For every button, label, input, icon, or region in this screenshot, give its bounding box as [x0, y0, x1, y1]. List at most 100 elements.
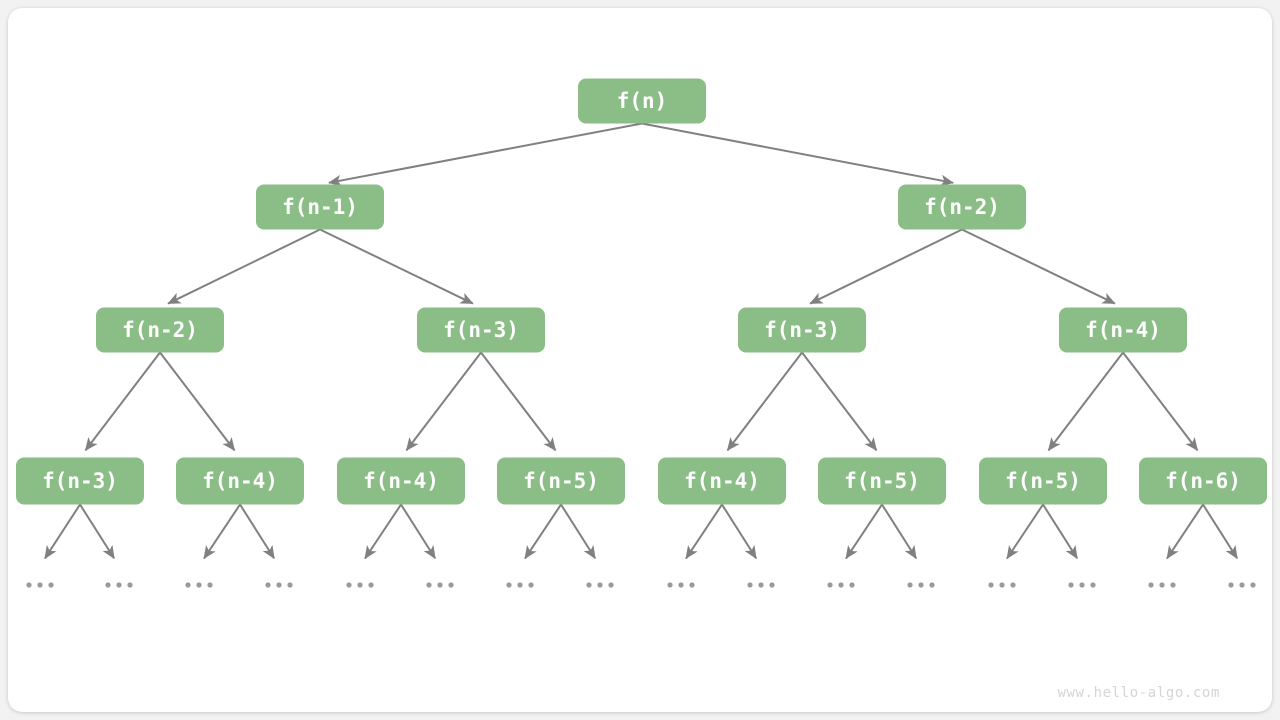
ellipsis-dot: [448, 582, 454, 588]
tree-node: f(n-2): [96, 307, 224, 353]
ellipsis-dot: [517, 582, 523, 588]
tree-node: f(n-3): [417, 307, 545, 353]
node-box: [818, 457, 946, 505]
ellipsis-dot: [368, 582, 374, 588]
tree-node: f(n-1): [256, 184, 384, 230]
ellipsis-dot: [849, 582, 855, 588]
ellipsis-marker: [1148, 582, 1176, 588]
ellipsis-dot: [918, 582, 924, 588]
node-box: [176, 457, 304, 505]
ellipsis-dot: [196, 582, 202, 588]
tree-edge: [167, 228, 321, 305]
node-label: f(n-3): [764, 318, 840, 342]
node-box: [16, 457, 144, 505]
tree-edge: [801, 351, 878, 451]
tree-edge-leaf: [239, 503, 276, 560]
node-label: f(n-4): [684, 469, 760, 493]
tree-node: f(n-5): [979, 457, 1107, 505]
ellipsis-marker: [26, 582, 54, 588]
tree-edge: [84, 351, 161, 451]
edges-layer: [84, 122, 1199, 451]
ellipsis-marker: [667, 582, 695, 588]
ellipsis-dot: [1250, 582, 1256, 588]
tree-node: f(n-2): [898, 184, 1026, 230]
ellipsis-dot: [999, 582, 1005, 588]
ellipsis-dot: [586, 582, 592, 588]
tree-edge: [319, 228, 474, 305]
node-label: f(n-5): [523, 469, 599, 493]
tree-node: f(n-3): [16, 457, 144, 505]
recursion-tree-canvas: f(n) f(n-1) f(n-2) f(n-2) f(n-3) f(n-3) f(n-4)…: [16, 78, 1267, 701]
tree-edge: [480, 351, 557, 451]
tree-edge-leaf: [44, 503, 81, 560]
tree-edge-leaf: [364, 503, 402, 560]
tree-edge: [809, 228, 963, 305]
node-box: [337, 457, 465, 505]
node-label: f(n-4): [1085, 318, 1161, 342]
node-box: [658, 457, 786, 505]
ellipsis-marker: [426, 582, 454, 588]
ellipsis-dot: [907, 582, 913, 588]
tree-edge-leaf: [524, 503, 562, 560]
node-box: [898, 184, 1026, 230]
ellipsis-dot: [207, 582, 213, 588]
ellipsis-marker: [1068, 582, 1096, 588]
tree-edge-leaf: [685, 503, 723, 560]
tree-node: f(n-4): [1059, 307, 1187, 353]
tree-node: f(n): [578, 78, 706, 124]
ellipsis-dot: [276, 582, 282, 588]
node-box: [979, 457, 1107, 505]
ellipsis-dot: [265, 582, 271, 588]
tree-edge: [405, 351, 482, 451]
tree-node: f(n-4): [658, 457, 786, 505]
tree-edge-leaf: [1042, 503, 1079, 560]
node-label: f(n-5): [1005, 469, 1081, 493]
tree-edge-leaf: [881, 503, 918, 560]
ellipsis-dot: [929, 582, 935, 588]
tree-node: f(n-4): [337, 457, 465, 505]
tree-node: f(n-6): [1139, 457, 1267, 505]
ellipsis-marker: [185, 582, 213, 588]
ellipsis-dot: [747, 582, 753, 588]
node-label: f(n-3): [42, 469, 118, 493]
tree-node: f(n-5): [818, 457, 946, 505]
tree-edge-leaf: [1202, 503, 1239, 560]
watermark-label: www.hello-algo.com: [1057, 685, 1220, 701]
ellipsis-marker: [586, 582, 614, 588]
tree-edge-leaf: [845, 503, 883, 560]
ellipsis-dot: [528, 582, 534, 588]
node-box: [497, 457, 625, 505]
node-box: [578, 78, 706, 124]
ellipsis-dot: [127, 582, 133, 588]
ellipsis-dot: [838, 582, 844, 588]
tree-edge-leaf: [1006, 503, 1044, 560]
ellipsis-dot: [689, 582, 695, 588]
ellipsis-dot: [105, 582, 111, 588]
node-label: f(n-6): [1165, 469, 1241, 493]
ellipsis-marker: [827, 582, 855, 588]
node-label: f(n-1): [282, 195, 358, 219]
ellipsis-marker: [747, 582, 775, 588]
tree-edge: [1122, 351, 1199, 451]
ellipsis-dot: [1068, 582, 1074, 588]
node-label: f(n-2): [122, 318, 198, 342]
ellipsis-dot: [116, 582, 122, 588]
leaf-edges-layer: [44, 503, 1239, 560]
tree-edge-leaf: [560, 503, 597, 560]
ellipsis-dot: [597, 582, 603, 588]
ellipsis-dot: [37, 582, 43, 588]
ellipsis-marker: [907, 582, 935, 588]
tree-edge-leaf: [400, 503, 437, 560]
ellipsis-dot: [1090, 582, 1096, 588]
ellipsis-dot: [1010, 582, 1016, 588]
ellipsis-dot: [26, 582, 32, 588]
node-label: f(n): [617, 89, 668, 113]
node-box: [256, 184, 384, 230]
nodes-layer: f(n) f(n-1) f(n-2) f(n-2) f(n-3) f(n-3) f(n-4)…: [16, 78, 1267, 505]
ellipsis-dot: [357, 582, 363, 588]
ellipsis-dot: [48, 582, 54, 588]
tree-edge-leaf: [79, 503, 116, 560]
tree-edge-leaf: [721, 503, 758, 560]
ellipsis-dot: [1159, 582, 1165, 588]
node-box: [96, 307, 224, 353]
